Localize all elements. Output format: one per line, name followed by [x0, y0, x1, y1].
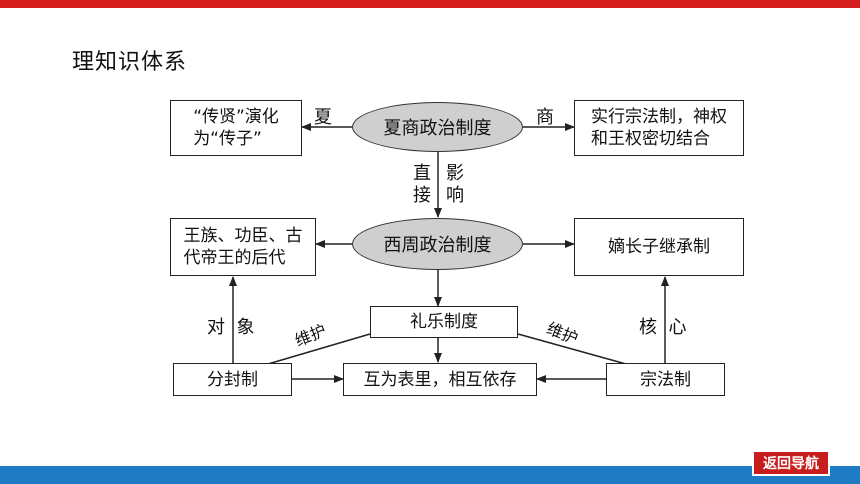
node-dizhang: 嫡长子继承制 [574, 218, 744, 276]
node-dizhang-text: 嫡长子继承制 [608, 237, 710, 257]
node-wangzu: 王族、功臣、古 代帝王的后代 [170, 218, 316, 276]
node-liyue: 礼乐制度 [370, 306, 518, 338]
label-yingxiang-char1: 影 [446, 163, 464, 184]
line-liyue-zongfa [517, 333, 627, 365]
node-xia-shang-ellipse: 夏商政治制度 [352, 102, 523, 152]
label-zhijie: 直 接 [412, 163, 432, 207]
label-xia: 夏 [314, 107, 332, 128]
label-duixiang: 对 象 [207, 317, 255, 338]
label-zhijie-char1: 直 [413, 163, 431, 184]
node-chuanxian: “传贤”演化 为“传子” [170, 100, 302, 156]
node-huwei-text: 互为表里，相互依存 [363, 369, 517, 390]
node-huwei: 互为表里，相互依存 [343, 363, 537, 396]
node-zongfa: 宗法制 [606, 363, 725, 396]
back-to-navigation-button[interactable]: 返回导航 [752, 450, 830, 476]
label-zhijie-char2: 接 [413, 185, 431, 206]
node-chuanxian-text: “传贤”演化 为“传子” [193, 107, 279, 149]
node-fenfeng: 分封制 [173, 363, 292, 396]
label-shang: 商 [536, 107, 554, 128]
node-xia-shang-text: 夏商政治制度 [383, 118, 492, 139]
node-liyue-text: 礼乐制度 [410, 312, 478, 332]
node-xizhou-text: 西周政治制度 [383, 235, 492, 256]
label-hexin: 核 心 [639, 317, 687, 338]
line-liyue-fenfeng [267, 333, 371, 365]
top-accent-bar [0, 0, 860, 8]
node-wangzu-text: 王族、功臣、古 代帝王的后代 [183, 226, 303, 268]
label-yingxiang-char2: 响 [446, 185, 464, 206]
page-title: 理知识体系 [72, 50, 188, 75]
node-fenfeng-text: 分封制 [207, 369, 258, 390]
label-yingxiang: 影 响 [445, 163, 465, 207]
node-zongfa-shenquan-text: 实行宗法制，神权 和王权密切结合 [591, 107, 727, 149]
bottom-accent-bar [0, 466, 860, 484]
node-zongfa-shenquan: 实行宗法制，神权 和王权密切结合 [574, 100, 744, 156]
node-xizhou-ellipse: 西周政治制度 [352, 218, 523, 270]
node-zongfa-text: 宗法制 [640, 369, 691, 390]
